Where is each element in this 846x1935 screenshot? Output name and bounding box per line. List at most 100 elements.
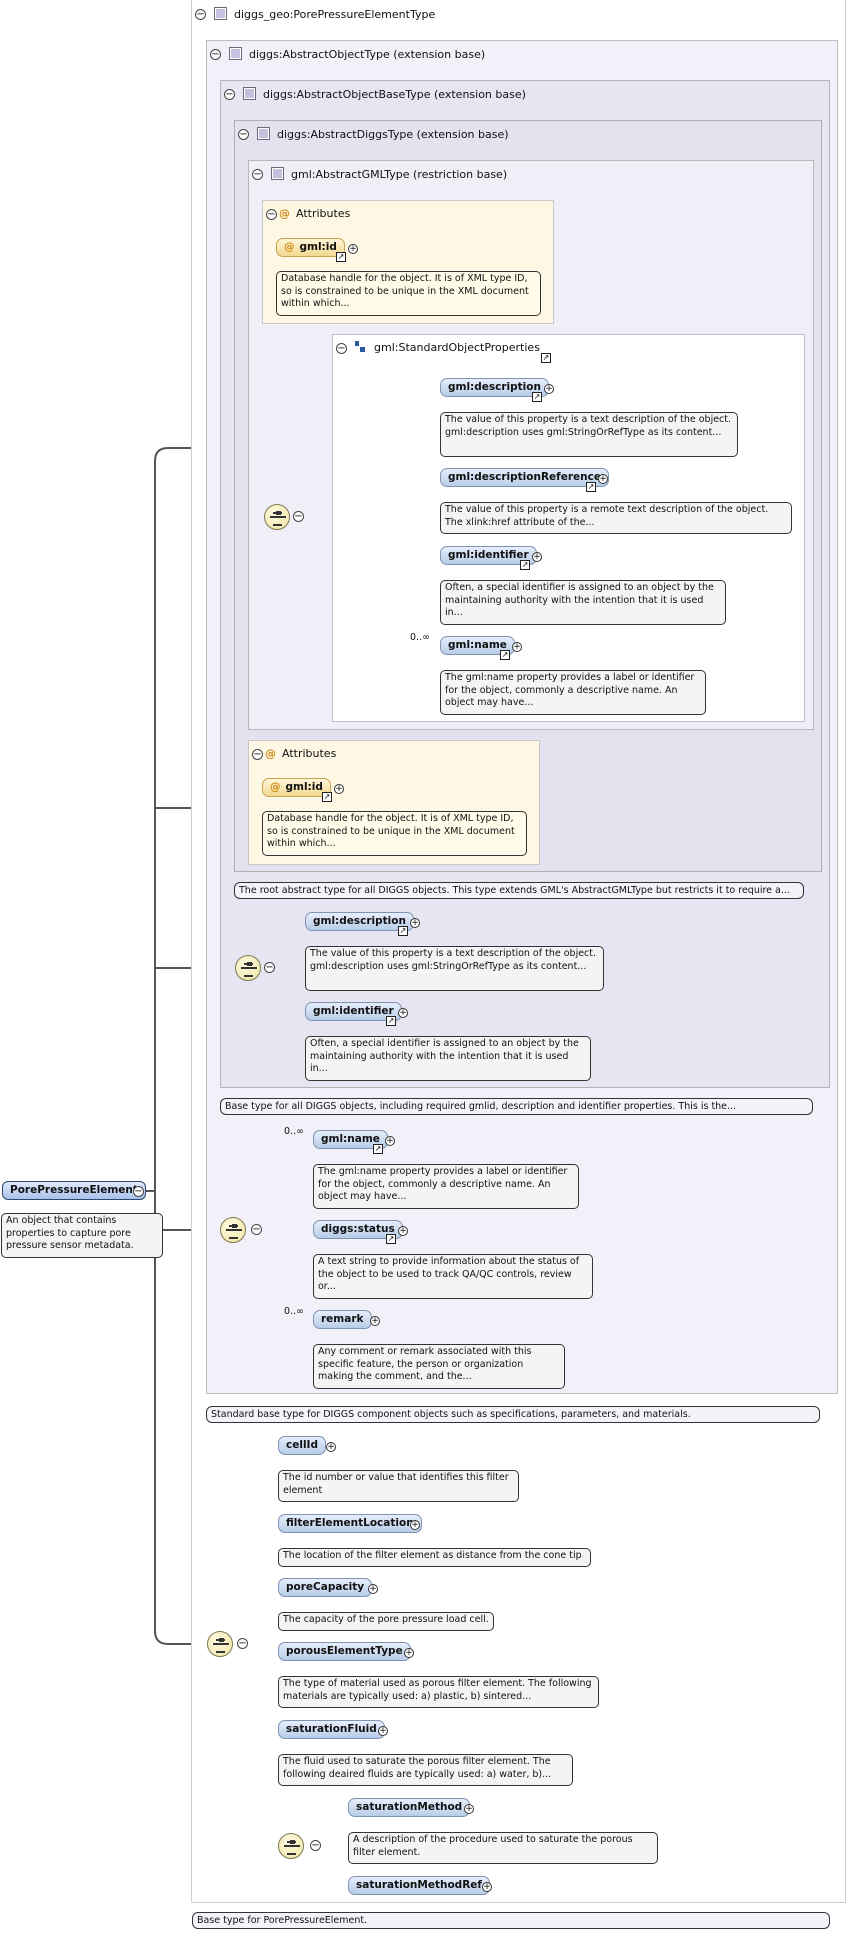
collapse-toggle[interactable]: − bbox=[252, 169, 263, 180]
element-doc: The location of the filter element as di… bbox=[278, 1548, 591, 1567]
element-doc: The gml:name property provides a label o… bbox=[313, 1164, 579, 1209]
element-gml-description[interactable]: gml:description bbox=[305, 912, 414, 931]
complex-type-icon bbox=[229, 47, 242, 60]
attribute-icon: @ bbox=[265, 747, 276, 760]
element-doc: A description of the procedure used to s… bbox=[348, 1832, 658, 1864]
collapse-toggle[interactable]: − bbox=[336, 343, 347, 354]
element-saturation-method-ref[interactable]: saturationMethodRef bbox=[348, 1876, 490, 1895]
element-filter-element-location[interactable]: filterElementLocation bbox=[278, 1514, 422, 1533]
collapse-toggle[interactable]: − bbox=[264, 962, 275, 973]
attributes-label-text: Attributes bbox=[296, 207, 351, 220]
element-gml-name[interactable]: gml:name bbox=[440, 636, 515, 655]
collapse-toggle[interactable]: − bbox=[266, 209, 277, 220]
collapse-toggle[interactable]: − bbox=[195, 9, 206, 20]
collapse-toggle[interactable]: − bbox=[133, 1186, 144, 1197]
type-name: diggs_geo:PorePressureElementType bbox=[234, 8, 436, 21]
expand-icon[interactable]: + bbox=[512, 642, 522, 652]
element-gml-identifier[interactable]: gml:identifier bbox=[305, 1002, 402, 1021]
model-group-icon bbox=[354, 341, 366, 353]
element-cell-id[interactable]: cellId bbox=[278, 1436, 326, 1455]
element-doc: The type of material used as porous filt… bbox=[278, 1676, 599, 1708]
expand-icon[interactable]: + bbox=[410, 918, 420, 928]
complex-type-icon bbox=[271, 167, 284, 180]
expand-icon[interactable]: + bbox=[482, 1882, 492, 1892]
element-porous-element-type[interactable]: porousElementType bbox=[278, 1642, 411, 1661]
expand-icon[interactable]: + bbox=[532, 552, 542, 562]
expand-icon[interactable]: + bbox=[544, 384, 554, 394]
collapse-toggle[interactable]: − bbox=[238, 129, 249, 140]
expand-icon[interactable]: + bbox=[410, 1520, 420, 1530]
element-doc: The value of this property is a text des… bbox=[305, 946, 604, 991]
root-documentation: An object that contains properties to ca… bbox=[1, 1213, 163, 1258]
reference-arrow-icon: ↗ bbox=[386, 1234, 396, 1244]
type-header: diggs:AbstractObjectBaseType (extension … bbox=[235, 87, 526, 101]
element-doc: The gml:name property provides a label o… bbox=[440, 670, 706, 715]
choice-compositor-icon[interactable] bbox=[278, 1833, 304, 1859]
group-header: gml:StandardObjectProperties bbox=[354, 341, 540, 354]
element-gml-description-reference[interactable]: gml:descriptionReference bbox=[440, 468, 609, 487]
reference-arrow-icon: ↗ bbox=[500, 650, 510, 660]
type-name: gml:AbstractGMLType (restriction base) bbox=[291, 168, 508, 181]
expand-icon[interactable]: + bbox=[598, 474, 608, 484]
reference-arrow-icon: ↗ bbox=[386, 1016, 396, 1026]
collapse-toggle[interactable]: − bbox=[293, 511, 304, 522]
expand-icon[interactable]: + bbox=[326, 1442, 336, 1452]
group-name: gml:StandardObjectProperties bbox=[374, 341, 540, 354]
element-remark[interactable]: remark bbox=[313, 1310, 372, 1329]
expand-icon[interactable]: + bbox=[464, 1804, 474, 1814]
sequence-compositor-icon[interactable] bbox=[220, 1217, 246, 1243]
expand-icon[interactable]: + bbox=[368, 1584, 378, 1594]
collapse-toggle[interactable]: − bbox=[224, 89, 235, 100]
reference-arrow-icon: ↗ bbox=[398, 926, 408, 936]
expand-icon[interactable]: + bbox=[404, 1648, 414, 1658]
root-element-pore-pressure-element[interactable]: PorePressureElement bbox=[2, 1181, 146, 1200]
sequence-compositor-icon[interactable] bbox=[235, 955, 261, 981]
element-doc: The value of this property is a text des… bbox=[440, 412, 738, 457]
attributes-label: @ Attributes bbox=[271, 207, 350, 220]
element-doc: Often, a special identifier is assigned … bbox=[305, 1036, 591, 1081]
complex-type-icon bbox=[214, 7, 227, 20]
collapse-toggle[interactable]: − bbox=[210, 49, 221, 60]
attribute-icon: @ bbox=[279, 207, 290, 220]
expand-icon[interactable]: + bbox=[398, 1008, 408, 1018]
attribute-gml-id[interactable]: gml:id bbox=[276, 238, 345, 257]
collapse-toggle[interactable]: − bbox=[251, 1224, 262, 1235]
type-name: diggs:AbstractObjectBaseType (extension … bbox=[263, 88, 526, 101]
element-doc: The id number or value that identifies t… bbox=[278, 1470, 519, 1502]
element-gml-identifier[interactable]: gml:identifier bbox=[440, 546, 537, 565]
collapse-toggle[interactable]: − bbox=[310, 1840, 321, 1851]
reference-arrow-icon: ↗ bbox=[373, 1144, 383, 1154]
expand-icon[interactable]: + bbox=[385, 1136, 395, 1146]
element-saturation-method[interactable]: saturationMethod bbox=[348, 1798, 471, 1817]
sequence-compositor-icon[interactable] bbox=[207, 1631, 233, 1657]
collapse-toggle[interactable]: − bbox=[237, 1638, 248, 1649]
expand-icon[interactable]: + bbox=[378, 1726, 388, 1736]
reference-arrow-icon: ↗ bbox=[586, 482, 596, 492]
element-gml-description[interactable]: gml:description bbox=[440, 378, 549, 397]
expand-icon[interactable]: + bbox=[370, 1316, 380, 1326]
element-pore-capacity[interactable]: poreCapacity bbox=[278, 1578, 373, 1597]
reference-arrow-icon: ↗ bbox=[336, 252, 346, 262]
type-header: diggs_geo:PorePressureElementType bbox=[206, 7, 435, 21]
type-name: diggs:AbstractDiggsType (extension base) bbox=[277, 128, 509, 141]
collapse-toggle[interactable]: − bbox=[252, 749, 263, 760]
expand-icon[interactable]: + bbox=[348, 244, 358, 254]
type-doc-abstract-object: Standard base type for DIGGS component o… bbox=[206, 1406, 820, 1423]
type-doc-abstract-diggs: The root abstract type for all DIGGS obj… bbox=[234, 882, 804, 899]
element-diggs-status[interactable]: diggs:status bbox=[313, 1220, 403, 1239]
type-name: diggs:AbstractObjectType (extension base… bbox=[249, 48, 486, 61]
expand-icon[interactable]: + bbox=[398, 1226, 408, 1236]
element-doc: Any comment or remark associated with th… bbox=[313, 1344, 565, 1389]
attribute-gml-id[interactable]: gml:id bbox=[262, 778, 331, 797]
element-doc: A text string to provide information abo… bbox=[313, 1254, 593, 1299]
reference-arrow-icon: ↗ bbox=[541, 353, 551, 363]
reference-arrow-icon: ↗ bbox=[322, 792, 332, 802]
attribute-doc: Database handle for the object. It is of… bbox=[262, 811, 527, 856]
type-header: gml:AbstractGMLType (restriction base) bbox=[263, 167, 507, 181]
element-gml-name[interactable]: gml:name bbox=[313, 1130, 388, 1149]
attributes-label: @Attributes bbox=[257, 747, 336, 760]
element-saturation-fluid[interactable]: saturationFluid bbox=[278, 1720, 385, 1739]
expand-icon[interactable]: + bbox=[334, 784, 344, 794]
sequence-compositor-icon[interactable] bbox=[264, 504, 290, 530]
attribute-doc: Database handle for the object. It is of… bbox=[276, 271, 541, 316]
